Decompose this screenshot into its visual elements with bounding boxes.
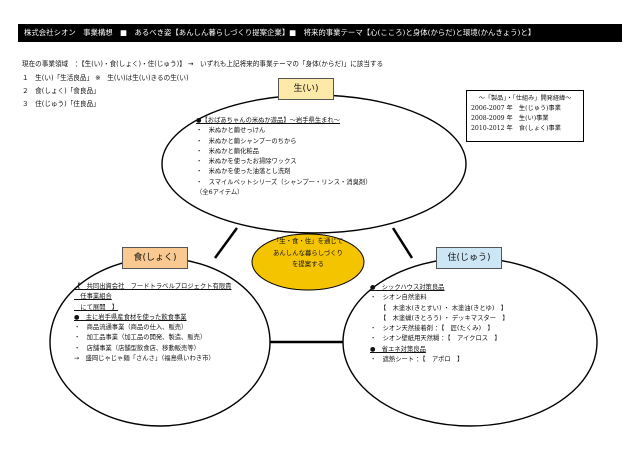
header-bar: 株式会社シオン 事業構想 ■ あるべき姿【あんしん暮らしづくり提案企業】■ 将来… xyxy=(18,24,622,42)
list-item: ・ スマイルペットシリーズ（シャンプー・リンス・消臭剤） xyxy=(196,178,372,186)
list-item: → 盛岡じゃじゃ麺「さんさ」（福島県いわき市） xyxy=(74,355,215,363)
intro-item-3: ３ 住(じゅう)「住良品」 xyxy=(22,100,100,108)
food-org-line: 任事業組合 xyxy=(74,293,112,301)
list-item: ・ シオン天然接着剤 ：【 匠(たくみ) 】 xyxy=(370,325,494,333)
connector-life-food xyxy=(213,227,239,259)
home-heading: ● 省エネ対策良品 xyxy=(370,345,426,353)
intro-item-1: １ 生(い)「生活良品」 ※ 生(い)は生(い)きるの生(い) xyxy=(22,74,189,82)
header-text: 株式会社シオン 事業構想 ■ あるべき姿【あんしん暮らしづくり提案企業】■ 将来… xyxy=(24,28,536,37)
list-item: ・ 米ぬかと繭シャンプーのちから xyxy=(196,137,297,145)
list-item: ・ 米ぬかを使ったお掃除ワックス xyxy=(196,158,297,166)
label-food: 食(しょく) xyxy=(122,247,188,269)
list-item: ・ 米ぬかを使った油落とし洗剤 xyxy=(196,168,291,176)
label-home: 住(じゅう) xyxy=(436,247,502,269)
connector-life-home xyxy=(391,227,414,259)
label-life: 生(い) xyxy=(278,78,334,100)
list-item: ・ 加工品事業（加工品の開発、製造、販売） xyxy=(74,334,207,342)
list-item: ・ シオン自然塗料 xyxy=(370,294,427,302)
list-item: （全6アイテム） xyxy=(196,189,244,197)
home-content: ● シックハウス対策良品 ・ シオン自然塗料 【 木塗水(きとすい) ・ 木塗油… xyxy=(370,283,509,365)
home-heading: ● シックハウス対策良品 xyxy=(370,284,445,291)
list-item: ・ 遮熱シート ：【 アポロ 】 xyxy=(370,356,464,364)
timeline-row: 2006-2007 年 生(じゅう)事業 xyxy=(471,105,561,112)
list-item: ・ 米ぬかと繭せっけん xyxy=(196,127,266,135)
center-line: 「生・食・住」を通じて xyxy=(272,237,344,245)
timeline-row: 2010-2012 年 食(しょく)事業 xyxy=(471,125,561,132)
life-heading: ●【おばあちゃんの米ぬか遊品】～岩手県生まれ～ xyxy=(196,117,341,124)
center-line: を提案する xyxy=(292,260,324,268)
list-item: 【 木塗水(きとすい) ・ 木塗油(きとゆ) 】 xyxy=(380,304,507,312)
list-item: 【 木塗蝋(きとろう) ・ デッキマスター 】 xyxy=(380,314,509,322)
timeline-box: ～「製品」・「仕組み」開発経緯～ 2006-2007 年 生(じゅう)事業 20… xyxy=(466,90,584,142)
life-content: ●【おばあちゃんの米ぬか遊品】～岩手県生まれ～ ・ 米ぬかと繭せっけん ・ 米ぬ… xyxy=(196,116,372,198)
timeline-title: ～「製品」・「仕組み」開発経緯～ xyxy=(478,95,572,102)
intro-item-2: ２ 食(しょく)「食良品」 xyxy=(22,87,100,95)
list-item: ・ 米ぬかと繭化粧品 xyxy=(196,147,259,155)
list-item: ・ シオン壁紙用天然糊 ：【 アイクロス 】 xyxy=(370,335,501,343)
food-content: 【 共同出資会社 フードトラベルプロジェクト有限責 任事業組合 にて展開 】 ●… xyxy=(74,282,231,364)
list-item: ・ 商品流通事業（商品の仕入、販売） xyxy=(74,324,188,332)
food-org-line: 【 共同出資会社 フードトラベルプロジェクト有限責 xyxy=(74,283,232,290)
domain-line: 現在の事業領域 ：【生(い)・食(しょく)・住(じゅう)】 → いずれも上記将来… xyxy=(22,60,384,68)
list-item: ・ 店舗事業（店舗型飲食店、移動販売等） xyxy=(74,344,200,352)
center-line: あんしんな暮らしづくり xyxy=(273,248,343,257)
timeline-row: 2008-2009 年 生(い)事業 xyxy=(471,115,549,122)
center-message: 「生・食・住」を通じて あんしんな暮らしづくり を提案する xyxy=(252,236,364,271)
center-ellipse xyxy=(251,233,365,291)
food-heading: ● 主に岩手県産食材を使った飲食事業 xyxy=(74,313,187,321)
food-org-line: にて展開 】 xyxy=(74,303,119,311)
